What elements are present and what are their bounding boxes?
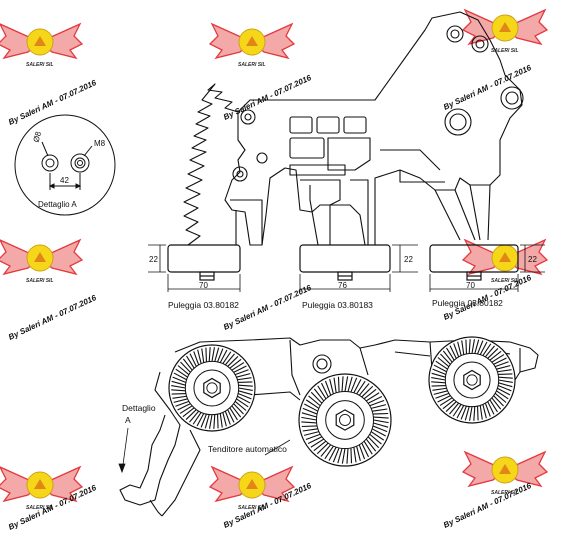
watermark-text: By Saleri AM - 07.07.2016 [7,293,98,342]
tensioner-label: Tenditore automatico [208,444,287,454]
detail-a [14,114,116,216]
pulley-dimensions [148,244,545,292]
pulley-middle [299,244,391,281]
watermark-logo-text: SALERI SIL [26,278,54,284]
watermark-logo: SALERI SIL [208,465,296,511]
watermark-text: By Saleri AM - 07.07.2016 [222,73,313,122]
pulley-left-label: Puleggia 03.80182 [168,300,239,310]
pulley-middle-width: 76 [338,281,347,290]
pulley-left-height: 22 [149,255,158,264]
detail-a-spacing: 42 [60,176,69,185]
front-pulley-middle [298,373,392,467]
watermark-logo: SALERI SIL [461,8,549,54]
watermark-text: By Saleri AM - 07.07.2016 [442,63,533,112]
pulley-right-width: 70 [466,281,475,290]
watermark-logo: SALERI SIL [0,465,84,511]
watermark-logo: SALERI SIL [208,22,296,68]
watermark-logo: SALERI SIL [461,238,549,284]
watermark-logo-text: SALERI SIL [491,490,519,496]
watermark-logo: SALERI SIL [461,450,549,496]
watermark-logo-text: SALERI SIL [238,505,266,511]
front-pulleys [168,336,516,467]
watermark-logo-text: SALERI SIL [238,62,266,68]
detail-a-thread: M8 [94,139,106,148]
watermark-logo: SALERI SIL [0,238,84,284]
front-view-leaders [118,427,291,474]
pulley-left-width: 70 [199,281,208,290]
detail-ref-line1: Dettaglio [122,403,156,413]
detail-ref-line2: A [125,415,131,425]
watermark-logo-text: SALERI SIL [491,48,519,54]
watermark-logo-text: SALERI SIL [26,505,54,511]
pulley-middle-label: Puleggia 03.80183 [302,300,373,310]
watermark-logo-text: SALERI SIL [26,62,54,68]
pulley-right [429,244,519,281]
watermark-logo: SALERI SIL [0,22,84,68]
front-pulley-left [168,344,256,432]
detail-a-title: Dettaglio A [38,200,77,209]
detail-a-outline [14,114,116,216]
pulley-middle-height: 22 [404,255,413,264]
pulley-right-label: Puleggia 03.80182 [432,298,503,308]
detail-a-hole-right [70,153,90,173]
pulley-left [167,244,241,281]
pulley-right-height: 22 [528,255,537,264]
detail-a-diameter: Ø8 [32,130,44,143]
watermark-logo-text: SALERI SIL [491,278,519,284]
watermark-text: By Saleri AM - 07.07.2016 [442,481,533,530]
top-view-bracket [183,11,524,246]
front-pulley-right [428,336,516,424]
detail-a-hole-left [41,154,59,172]
